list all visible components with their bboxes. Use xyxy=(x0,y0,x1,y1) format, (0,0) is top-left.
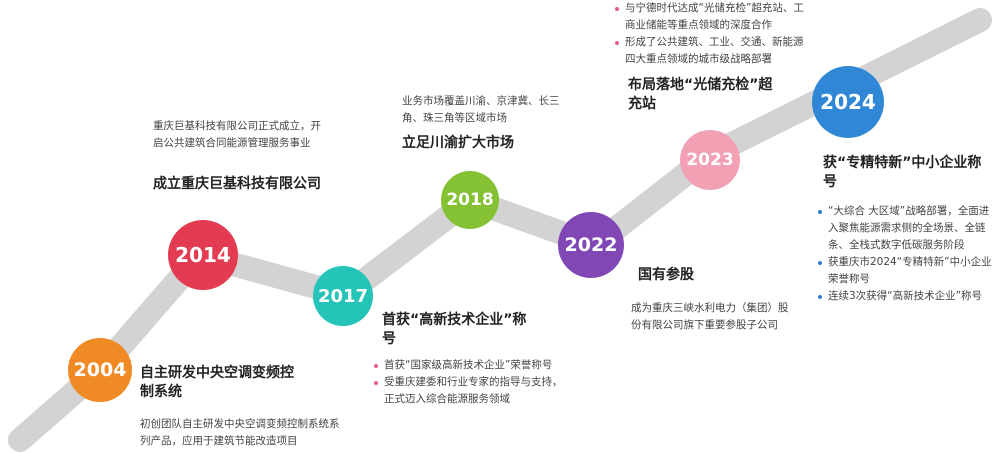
year-node-2018: 2018 xyxy=(441,171,499,229)
milestone-desc-2022: 成为重庆三峡水利电力（集团）股份有限公司旗下重要参股子公司 xyxy=(631,302,789,331)
milestone-desc-2018: 业务市场覆盖川渝、京津冀、长三角、珠三角等区域市场 xyxy=(402,95,560,124)
milestone-title-2024: 获“专精特新”中小企业称号 xyxy=(823,155,982,190)
bullet-item: 受重庆建委和行业专家的指导与支持，正式迈入综合能源服务领域 xyxy=(372,374,572,408)
milestone-desc-2004: 初创团队自主研发中央空调变频控制系统系列产品，应用于建筑节能改造项目 xyxy=(140,418,340,447)
bullet-item: 首获“国家级高新技术企业”荣誉称号 xyxy=(372,357,572,374)
bullet-item: “大综合 大区域”战略部署，全面进入聚焦能源需求侧的全场景、全链条、全栈式数字低… xyxy=(816,203,994,254)
milestone-title-2017: 首获“高新技术企业”称号 xyxy=(382,312,527,347)
bullet-item: 形成了公共建筑、工业、交通、新能源四大重点领域的城市级战略部署 xyxy=(613,34,808,68)
milestone-title-2023: 布局落地“光储充检”超充站 xyxy=(628,77,773,112)
year-node-2022: 2022 xyxy=(558,212,624,278)
milestone-bullets-2024: “大综合 大区域”战略部署，全面进入聚焦能源需求侧的全场景、全链条、全栈式数字低… xyxy=(816,203,994,305)
year-node-2004: 2004 xyxy=(68,338,132,402)
milestone-bullets-2017: 首获“国家级高新技术企业”荣誉称号 受重庆建委和行业专家的指导与支持，正式迈入综… xyxy=(372,357,572,408)
milestone-desc-2014: 重庆巨基科技有限公司正式成立，开启公共建筑合同能源管理服务事业 xyxy=(153,120,321,149)
milestone-title-2014: 成立重庆巨基科技有限公司 xyxy=(153,176,321,192)
milestone-title-2022: 国有参股 xyxy=(638,267,694,283)
year-node-2017: 2017 xyxy=(313,266,373,326)
milestone-title-2018: 立足川渝扩大市场 xyxy=(402,135,514,151)
milestone-title-2004: 自主研发中央空调变频控制系统 xyxy=(140,365,294,400)
year-node-2023: 2023 xyxy=(680,130,740,190)
bullet-item: 与宁德时代达成“光储充检”超充站、工商业储能等重点领域的深度合作 xyxy=(613,0,808,34)
year-node-2024: 2024 xyxy=(812,66,884,138)
year-node-2014: 2014 xyxy=(168,220,238,290)
milestone-bullets-2023: 与宁德时代达成“光储充检”超充站、工商业储能等重点领域的深度合作 形成了公共建筑… xyxy=(613,0,808,68)
bullet-item: 连续3次获得“高新技术企业”称号 xyxy=(816,288,994,305)
bullet-item: 获重庆市2024“专精特新”中小企业荣誉称号 xyxy=(816,254,994,288)
